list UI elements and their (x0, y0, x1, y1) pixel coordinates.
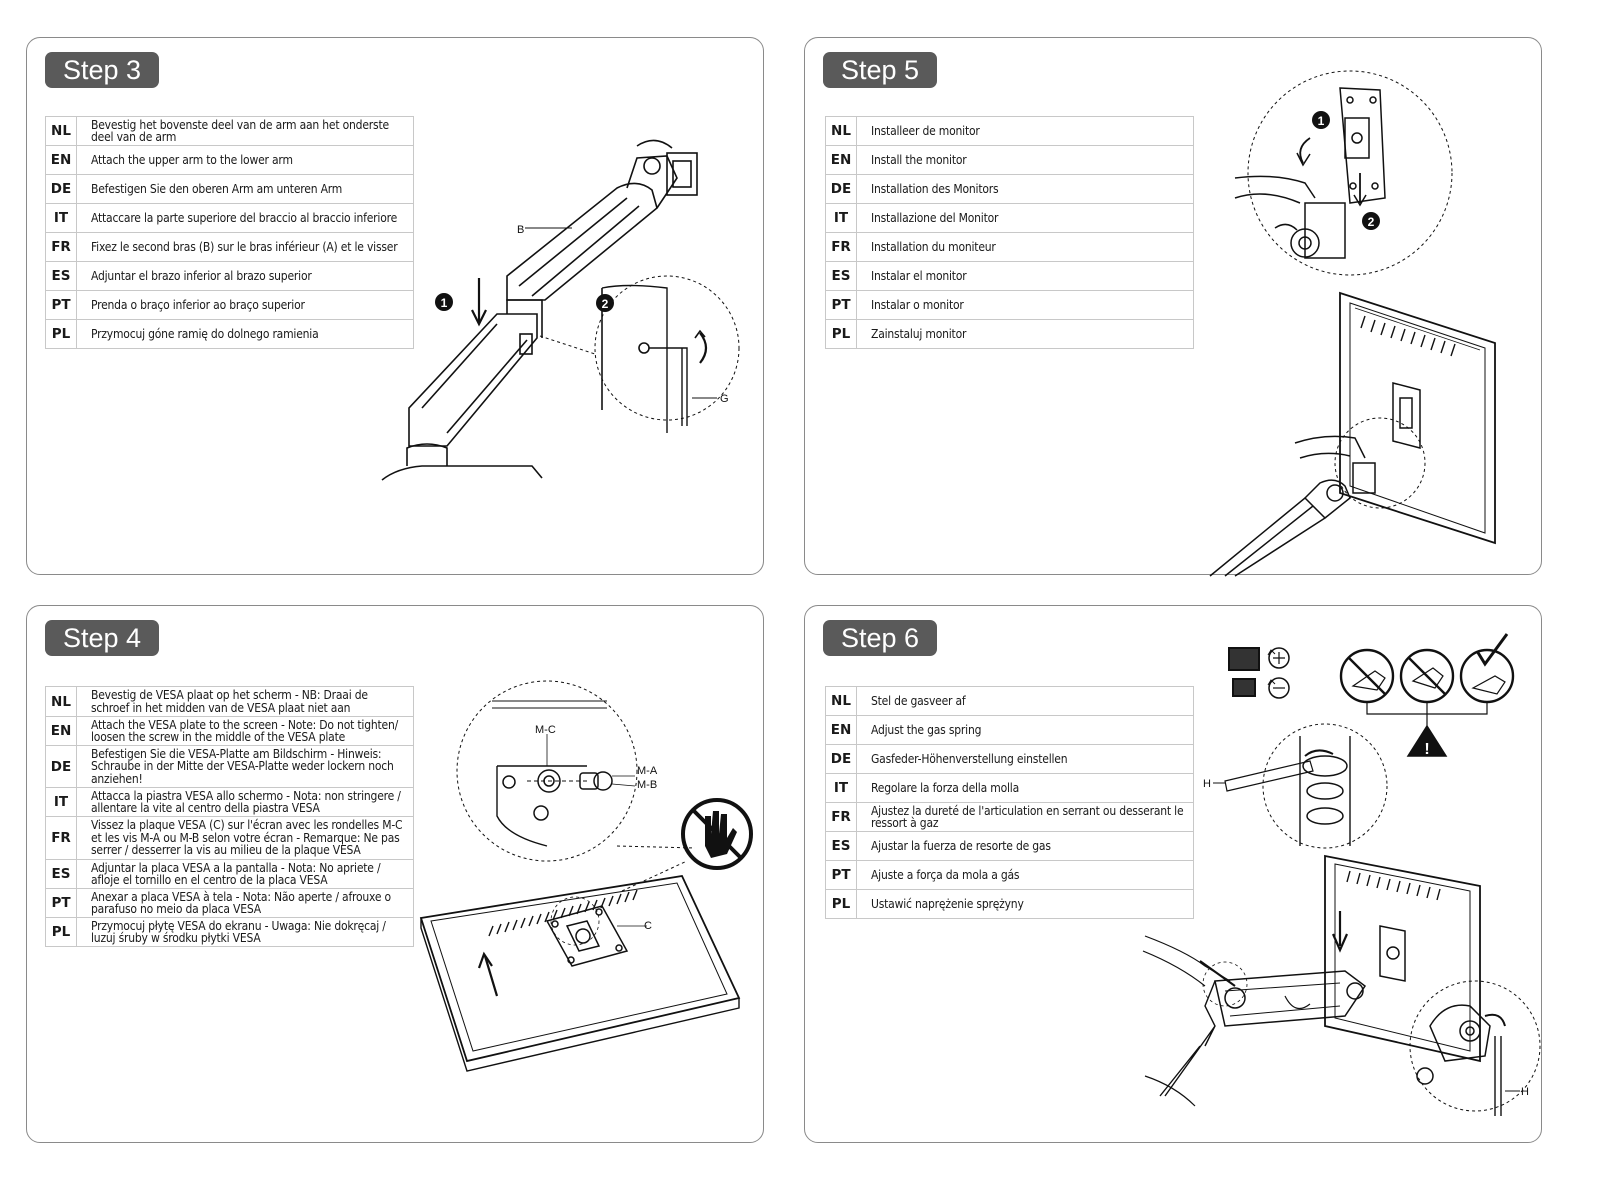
label-g: G (720, 393, 729, 405)
instruction-text: Attach the VESA plate to the screen - No… (76, 716, 414, 746)
marker-2: 2 (1368, 215, 1375, 229)
lang-code: PL (825, 889, 857, 919)
instruction-text: Befestigen Sie die VESA-Platte am Bildsc… (76, 745, 414, 788)
lang-code: IT (45, 203, 77, 233)
lang-code: PL (45, 319, 77, 349)
lang-code: PT (45, 888, 77, 918)
step-3-badge: Step 3 (45, 52, 160, 88)
step-5-monitor-illustration: 1 2 (1209, 70, 1496, 577)
marker-1: 1 (1318, 114, 1325, 128)
instruction-text: Installazione del Monitor (856, 203, 1194, 233)
lang-code: NL (825, 116, 857, 146)
lang-code: PL (45, 917, 77, 947)
step-4-vesa-illustration: M-C M-A M-B C (419, 680, 753, 1072)
lang-code: FR (825, 802, 857, 832)
marker-1: 1 (441, 296, 448, 310)
step-6-gas-spring-illustration: ! H H (1142, 633, 1541, 1116)
instruction-text: Ajuste a força da mola a gás (856, 860, 1194, 890)
instruction-text: Ajustar la fuerza de resorte de gas (856, 831, 1194, 861)
instruction-text: Ustawić naprężenie sprężyny (856, 889, 1194, 919)
instruction-text: Befestigen Sie den oberen Arm am unteren… (76, 174, 414, 204)
label-ma: M-A (637, 765, 658, 777)
instruction-text: Adjust the gas spring (856, 715, 1194, 745)
label-mc: M-C (535, 724, 556, 736)
instruction-text: Gasfeder-Höhenverstellung einstellen (856, 744, 1194, 774)
lang-code: PL (825, 319, 857, 349)
instruction-text: Bevestig de VESA plaat op het scherm - N… (76, 686, 414, 717)
label-mb: M-B (637, 779, 657, 791)
lang-code: NL (45, 686, 77, 717)
lang-code: NL (45, 116, 77, 146)
lang-code: IT (825, 773, 857, 803)
instruction-text: Stel de gasveer af (856, 686, 1194, 716)
instruction-text: Zainstaluj monitor (856, 319, 1194, 349)
lang-code: EN (825, 715, 857, 745)
step-6-badge: Step 6 (823, 620, 938, 656)
instruction-text: Installation du moniteur (856, 232, 1194, 262)
lang-code: NL (825, 686, 857, 716)
instruction-text: Adjuntar la placa VESA a la pantalla - N… (76, 859, 414, 889)
instruction-text: Regolare la forza della molla (856, 773, 1194, 803)
instruction-text: Ajustez la dureté de l'articulation en s… (856, 802, 1194, 832)
label-h-bottom: H (1521, 1086, 1529, 1098)
instruction-text: Przymocuj płytę VESA do ekranu - Uwaga: … (76, 917, 414, 947)
label-b: B (517, 224, 524, 236)
step-5-badge: Step 5 (823, 52, 938, 88)
label-h-top: H (1203, 778, 1211, 790)
instruction-text: Fixez le second bras (B) sur le bras inf… (76, 232, 414, 262)
lang-code: ES (45, 859, 77, 889)
step-4-badge: Step 4 (45, 620, 160, 656)
lang-code: ES (825, 261, 857, 291)
lang-code: PT (825, 860, 857, 890)
lang-code: ES (825, 831, 857, 861)
instruction-text: Install the monitor (856, 145, 1194, 175)
label-c: C (644, 920, 652, 932)
lang-code: PT (45, 290, 77, 320)
lang-code: DE (45, 745, 77, 788)
warning-icon: ! (1424, 741, 1429, 758)
step-3-arm-illustration: 1 2 B G (381, 139, 740, 481)
lang-code: PT (825, 290, 857, 320)
instruction-text: Vissez la plaque VESA (C) sur l'écran av… (76, 816, 414, 860)
marker-2: 2 (602, 297, 609, 311)
instruction-text: Przymocuj góne ramię do dolnego ramienia (76, 319, 414, 349)
